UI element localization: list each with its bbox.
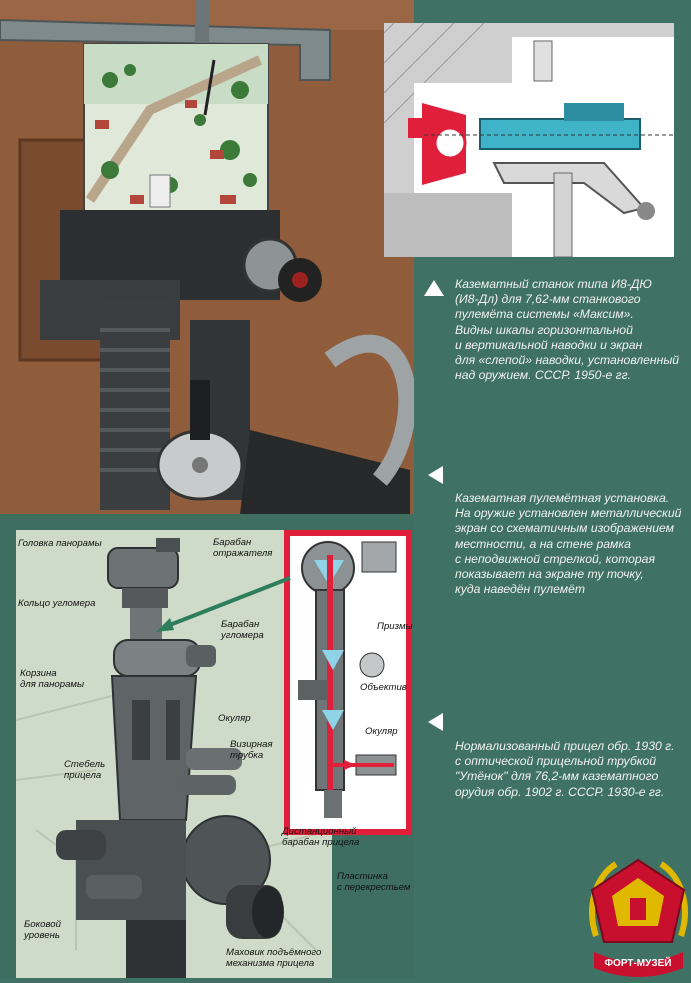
label-line: Стебель: [64, 759, 106, 770]
caption-1-line: (И8-Дл) для 7,62-мм станкового: [455, 292, 641, 307]
label-line: угломера: [221, 629, 264, 641]
machine-gun-drawing: [0, 0, 417, 514]
logo-text: ФОРТ-МУЗЕЙ: [605, 956, 672, 969]
casemate-section-drawing: [383, 22, 674, 258]
label-okular-2: Окуляр: [365, 726, 398, 737]
caption-3: Нормализованный прицел обр. 1930 г. с оп…: [455, 739, 689, 800]
label-line: Боковой: [24, 919, 61, 930]
label-line: отражателя: [213, 547, 273, 559]
caption-2-line: с неподвижной стрелкой, которая: [455, 551, 655, 566]
label-line: уровень: [24, 929, 60, 941]
caption-1-line: над оружием. СССР. 1950-е гг.: [455, 368, 632, 383]
label-line: трубка: [230, 749, 264, 761]
label-line: барабан прицела: [282, 836, 360, 848]
caption-3-line: орудия обр. 1902 г. СССР. 1930-е гг.: [455, 784, 665, 799]
caption-2-line: На оружие установлен металлический: [455, 506, 682, 521]
sight-illustration: [15, 530, 333, 978]
caption-1-line: Казематный станок типа И8-ДЮ: [455, 277, 652, 291]
label-bokovoy: Боковой уровень: [24, 919, 61, 941]
label-korzina: Корзина для панорамы: [20, 668, 85, 690]
logo-emblem-icon: ФОРТ-МУЗЕЙ: [589, 858, 688, 977]
label-line: Корзина: [20, 668, 57, 679]
label-line: Визирная: [230, 739, 273, 750]
caption-2-line: Казематная пулемётная установка.: [455, 491, 670, 505]
caption-3-line: Нормализованный прицел обр. 1930 г.: [455, 739, 675, 753]
label-line: с перекрестьем: [337, 881, 411, 893]
caption-1-line: и вертикальной наводки и экран: [455, 337, 643, 352]
label-kolco: Кольцо угломера: [18, 598, 96, 609]
label-line: прицела: [64, 769, 102, 781]
label-prizmy: Призмы: [377, 621, 413, 632]
label-golovka: Головка панорамы: [18, 538, 102, 549]
label-line: Барабан: [213, 537, 252, 548]
label-plastinka: Пластинка с перекрестьем: [337, 871, 411, 893]
sight-drawing: [15, 530, 333, 978]
label-line: для панорамы: [20, 678, 85, 690]
caption-3-marker: [428, 713, 443, 731]
connector-arrow: [150, 570, 300, 645]
label-line: механизма прицела: [226, 957, 315, 969]
arrow-icon: [156, 576, 291, 632]
optical-schematic: [284, 530, 412, 835]
label-line: Пластинка: [337, 871, 388, 882]
label-okular-1: Окуляр: [218, 713, 251, 724]
caption-2: Казематная пулемётная установка. На оруж…: [455, 491, 689, 597]
label-mahovik: Маховик подъёмного механизма прицела: [226, 947, 322, 969]
caption-1-line: для «слепой» наводки, установленный: [455, 353, 680, 368]
label-distancionny: Дистанционный барабан прицела: [282, 826, 360, 848]
label-baraban-uglomera: Барабан угломера: [221, 619, 264, 641]
caption-2-line: экран со схематичным изображением: [455, 521, 675, 536]
label-vizirnaya: Визирная трубка: [230, 739, 273, 761]
casemate-machine-gun-illustration: [0, 0, 417, 514]
label-baraban-otrazhatelya: Барабан отражателя: [213, 537, 273, 559]
label-line: Маховик подъёмного: [226, 947, 322, 958]
optical-schematic-drawing: [284, 530, 412, 835]
casemate-schematic-figure: [383, 22, 674, 258]
caption-2-marker: [428, 466, 443, 484]
label-obektiv: Объектив: [360, 682, 407, 693]
fort-museum-logo: ФОРТ-МУЗЕЙ: [586, 856, 691, 978]
label-line: Барабан: [221, 619, 260, 630]
caption-3-line: с оптической прицельной трубкой: [455, 754, 657, 769]
label-line: Дистанционный: [282, 826, 357, 837]
label-stebel: Стебель прицела: [64, 759, 106, 781]
caption-1-line: Видны шкалы горизонтальной: [455, 322, 633, 337]
caption-1-line: пулемёта системы «Максим».: [455, 307, 634, 322]
caption-1-marker: [424, 280, 444, 296]
caption-1: Казематный станок типа И8-ДЮ (И8-Дл) для…: [455, 277, 689, 383]
caption-3-line: "Утёнок" для 76,2-мм казематного: [455, 769, 659, 784]
caption-2-line: показывает на экране ту точку,: [455, 567, 644, 582]
caption-2-line: местности, а на стене рамка: [455, 536, 631, 551]
caption-2-line: куда наведён пулемёт: [455, 582, 586, 597]
